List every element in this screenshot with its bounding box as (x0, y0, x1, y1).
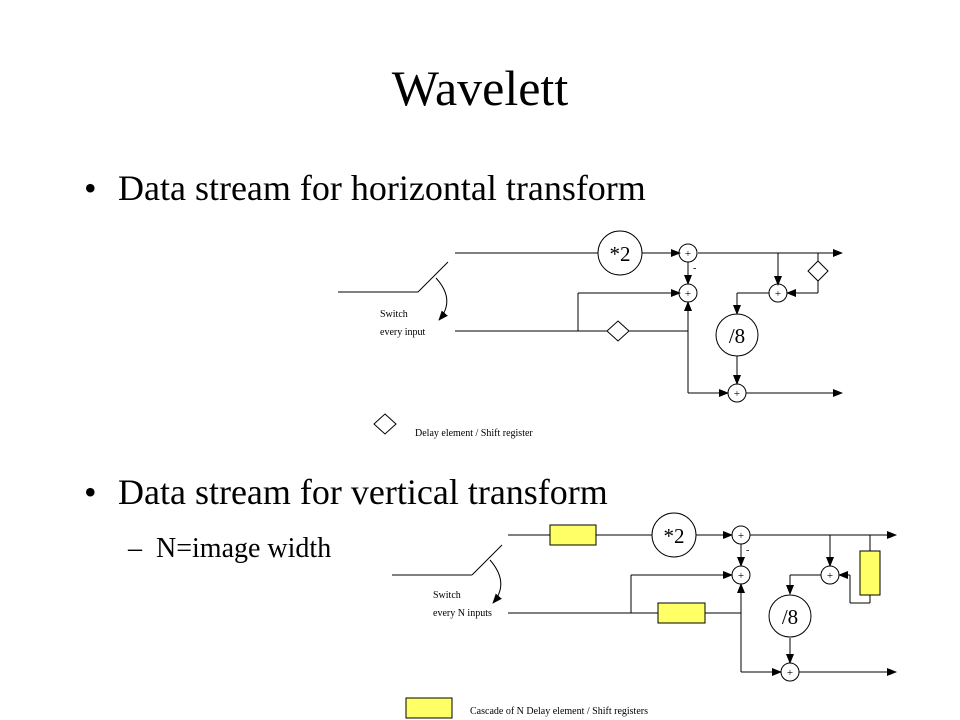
cascade-delay-block (859, 550, 881, 596)
adder-node (731, 525, 751, 545)
bullet-text: Data stream for horizontal transform (118, 168, 646, 208)
switch-arc (489, 559, 502, 604)
adder-node (768, 283, 788, 303)
adder-node (820, 565, 840, 585)
divider-node (768, 594, 812, 638)
input-switch (338, 261, 449, 321)
adder-symbol: + (734, 388, 740, 400)
multiplier-node (651, 512, 697, 558)
sub-bullet-text: N=image width (156, 533, 332, 564)
legend-label: Delay element / Shift register (415, 428, 533, 439)
minus-sign: - (693, 263, 696, 274)
adder-node (780, 662, 800, 682)
multiplier-label: *2 (664, 524, 685, 548)
bullet-marker: • (84, 472, 97, 512)
adder-symbol: + (827, 570, 833, 582)
adder-node (731, 565, 751, 585)
sub-bullet-marker: – (128, 533, 142, 564)
adder-symbol: + (685, 288, 691, 300)
adder-node (678, 283, 698, 303)
adder-node (678, 243, 698, 263)
adder-symbol: + (685, 248, 691, 260)
divider-label: /8 (782, 605, 798, 629)
divider-node (715, 313, 759, 357)
switch-label: every N inputs (433, 608, 492, 619)
horizontal-transform-diagram: Switch every input *2 + - + + + (338, 230, 843, 439)
bullet-text: Data stream for vertical transform (118, 472, 608, 512)
switch-arc (435, 277, 448, 321)
switch-label: every input (380, 327, 425, 338)
adder-symbol: + (787, 667, 793, 679)
multiplier-node (597, 230, 643, 276)
switch-label: Switch (433, 590, 461, 601)
adder-symbol: + (775, 288, 781, 300)
delay-element (807, 260, 829, 282)
input-switch (392, 544, 503, 604)
legend-delay-symbol (373, 413, 397, 435)
slide-title: Wavelett (391, 60, 569, 116)
adder-symbol: + (738, 530, 744, 542)
switch-arm (417, 261, 449, 293)
legend-cascade-symbol (405, 697, 453, 719)
divider-label: /8 (729, 324, 745, 348)
bullet-marker: • (84, 168, 97, 208)
minus-sign: - (746, 545, 749, 556)
cascade-delay-block (657, 602, 706, 624)
vertical-transform-diagram: Switch every N inputs *2 + (392, 512, 897, 719)
legend-label: Cascade of N Delay element / Shift regis… (470, 706, 648, 717)
delay-element (606, 320, 630, 342)
switch-label: Switch (380, 309, 408, 320)
adder-symbol: + (738, 570, 744, 582)
cascade-delay-block (549, 524, 597, 546)
multiplier-label: *2 (610, 242, 631, 266)
adder-node (727, 383, 747, 403)
switch-arm (471, 544, 503, 576)
